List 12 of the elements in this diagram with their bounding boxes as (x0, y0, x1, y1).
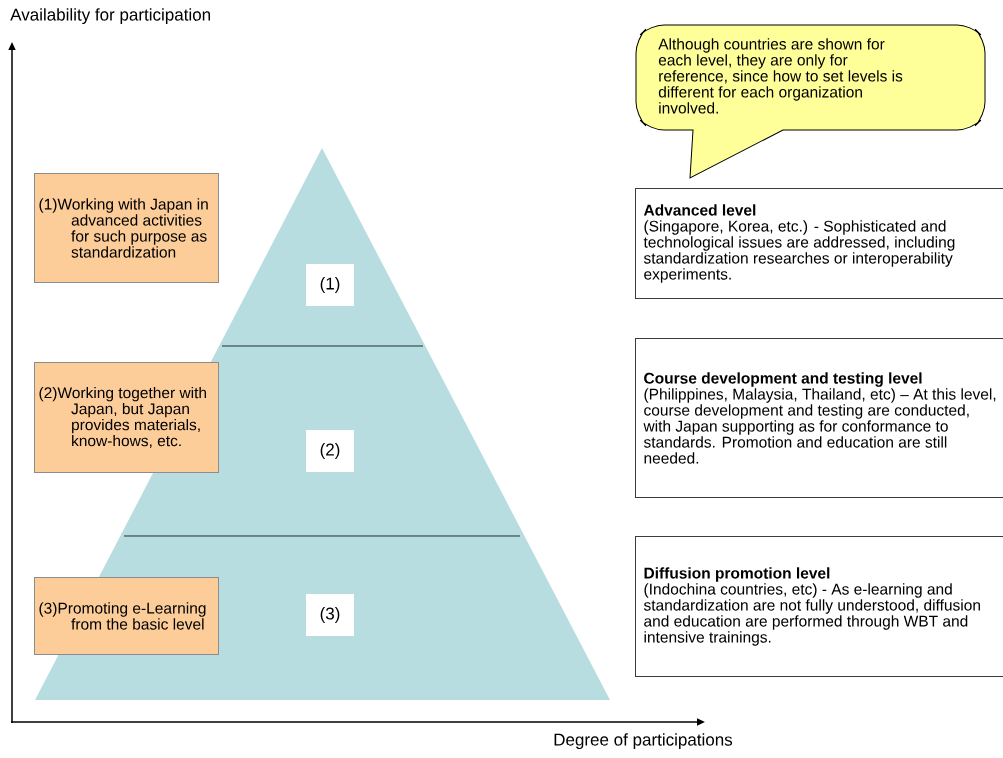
level-number: (1) (306, 264, 354, 306)
activity-box: (2)Working together with Japan, but Japan provides materials, know-hows, etc. (34, 362, 219, 473)
activity-box: (1)Working with Japan in advanced activities for such purpose as standardization (34, 173, 219, 283)
level-number: (2) (306, 430, 354, 472)
axis-title: Degree of participations (554, 733, 733, 750)
level-description-box: Advanced level (Singapore, Korea, etc.) - Sophisticated and technological issues are addressed, including standardization researches or interoperability experiments. (635, 188, 1003, 299)
activity-box: (3)Promoting e-Learning from the basic level (34, 577, 219, 655)
level-description-box: Course development and testing level (Philippines, Malaysia, Thailand, etc) – At this level, course development and testing are conducted, with Japan supporting as for conformance to standards. Promotion and education are still needed. (635, 338, 1003, 498)
level-number: (3) (306, 594, 354, 636)
axis-title: Availability for participation (10, 8, 210, 25)
speech-bubble: Although countries are shown for each level, they are only for reference, since how to set levels is different for each organization involved. (635, 24, 986, 179)
level-description-box: Diffusion promotion level (Indochina countries, etc) - As e-learning and standardization are not fully understood, diffusion and education are performed through WBT and intensive trainings. (635, 536, 1003, 677)
